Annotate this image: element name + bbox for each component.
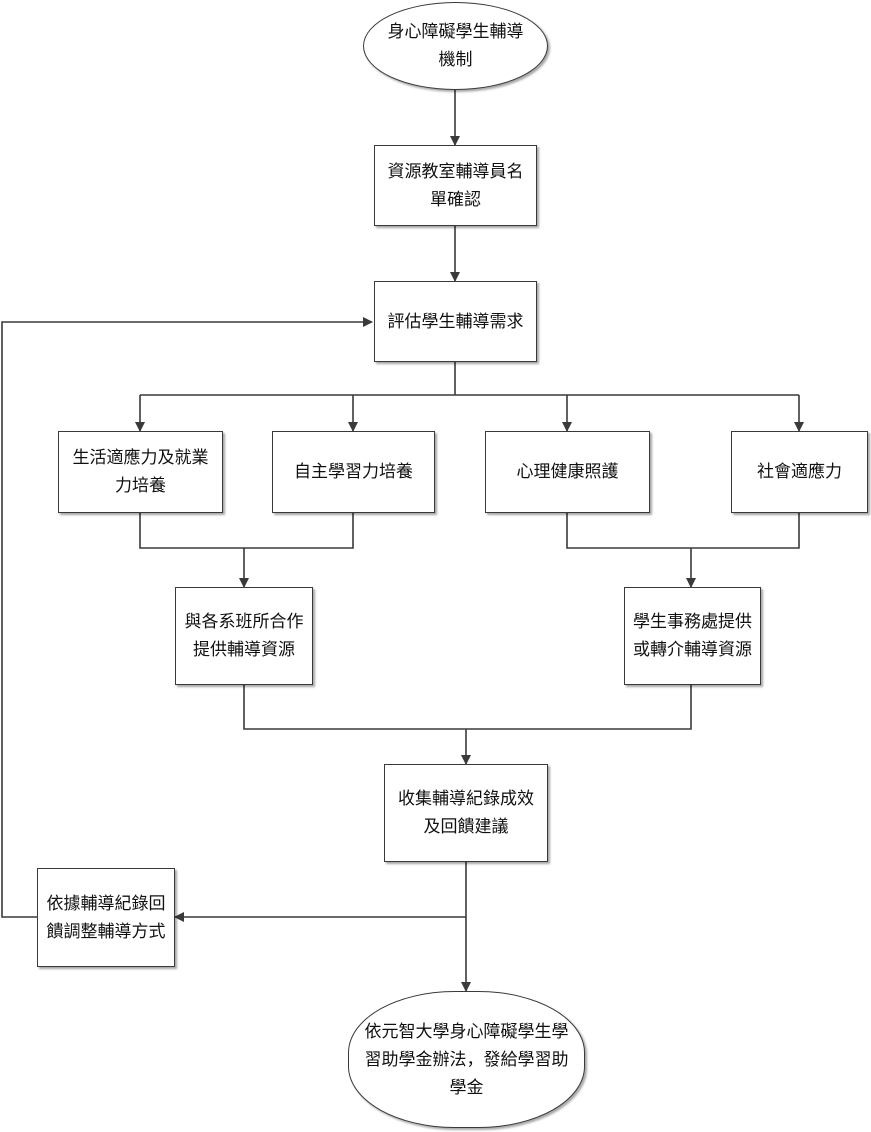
connector-right-merge	[566, 513, 800, 549]
confirm-list-box: 資源教室輔導員名單確認	[374, 145, 537, 226]
collect-records-label: 收集輔導紀錄成效及回饋建議	[398, 789, 534, 837]
dept-cooperation-label: 與各系班所合作提供輔導資源	[184, 612, 304, 660]
social-adapt-box: 社會適應力	[731, 431, 868, 513]
self-learning-label: 自主學習力培養	[294, 462, 413, 482]
adjust-method-box: 依據輔導紀錄回饋調整輔導方式	[37, 868, 175, 967]
start-terminal: 身心障礙學生輔導機制	[363, 2, 548, 90]
adjust-method-label: 依據輔導紀錄回饋調整輔導方式	[46, 893, 166, 942]
assess-needs-box: 評估學生輔導需求	[374, 281, 537, 362]
life-adapt-box: 生活適應力及就業力培養	[58, 431, 223, 513]
connector-left-merge	[139, 513, 354, 549]
social-adapt-label: 社會適應力	[757, 462, 842, 482]
student-affairs-label: 學生事務處提供或轉介輔導資源	[633, 612, 752, 660]
mental-health-box: 心理健康照護	[485, 431, 650, 513]
connector-bottom-merge	[243, 685, 692, 730]
dept-cooperation-box: 與各系班所合作提供輔導資源	[175, 587, 313, 685]
arrow-feedback-loop	[1, 317, 373, 918]
collect-records-box: 收集輔導紀錄成效及回饋建議	[384, 764, 548, 862]
start-label: 身心障礙學生輔導機制	[387, 22, 524, 70]
confirm-list-label: 資源教室輔導員名單確認	[387, 161, 524, 210]
end-terminal: 依元智大學身心障礙學生學習助學金辦法，發給學習助學金	[348, 991, 585, 1128]
self-learning-box: 自主學習力培養	[272, 431, 435, 513]
end-label: 依元智大學身心障礙學生學習助學金辦法，發給學習助學金	[364, 1021, 569, 1098]
life-adapt-label: 生活適應力及就業力培養	[72, 448, 209, 496]
student-affairs-box: 學生事務處提供或轉介輔導資源	[624, 587, 761, 685]
mental-health-label: 心理健康照護	[516, 462, 619, 482]
assess-needs-label: 評估學生輔導需求	[387, 311, 524, 332]
